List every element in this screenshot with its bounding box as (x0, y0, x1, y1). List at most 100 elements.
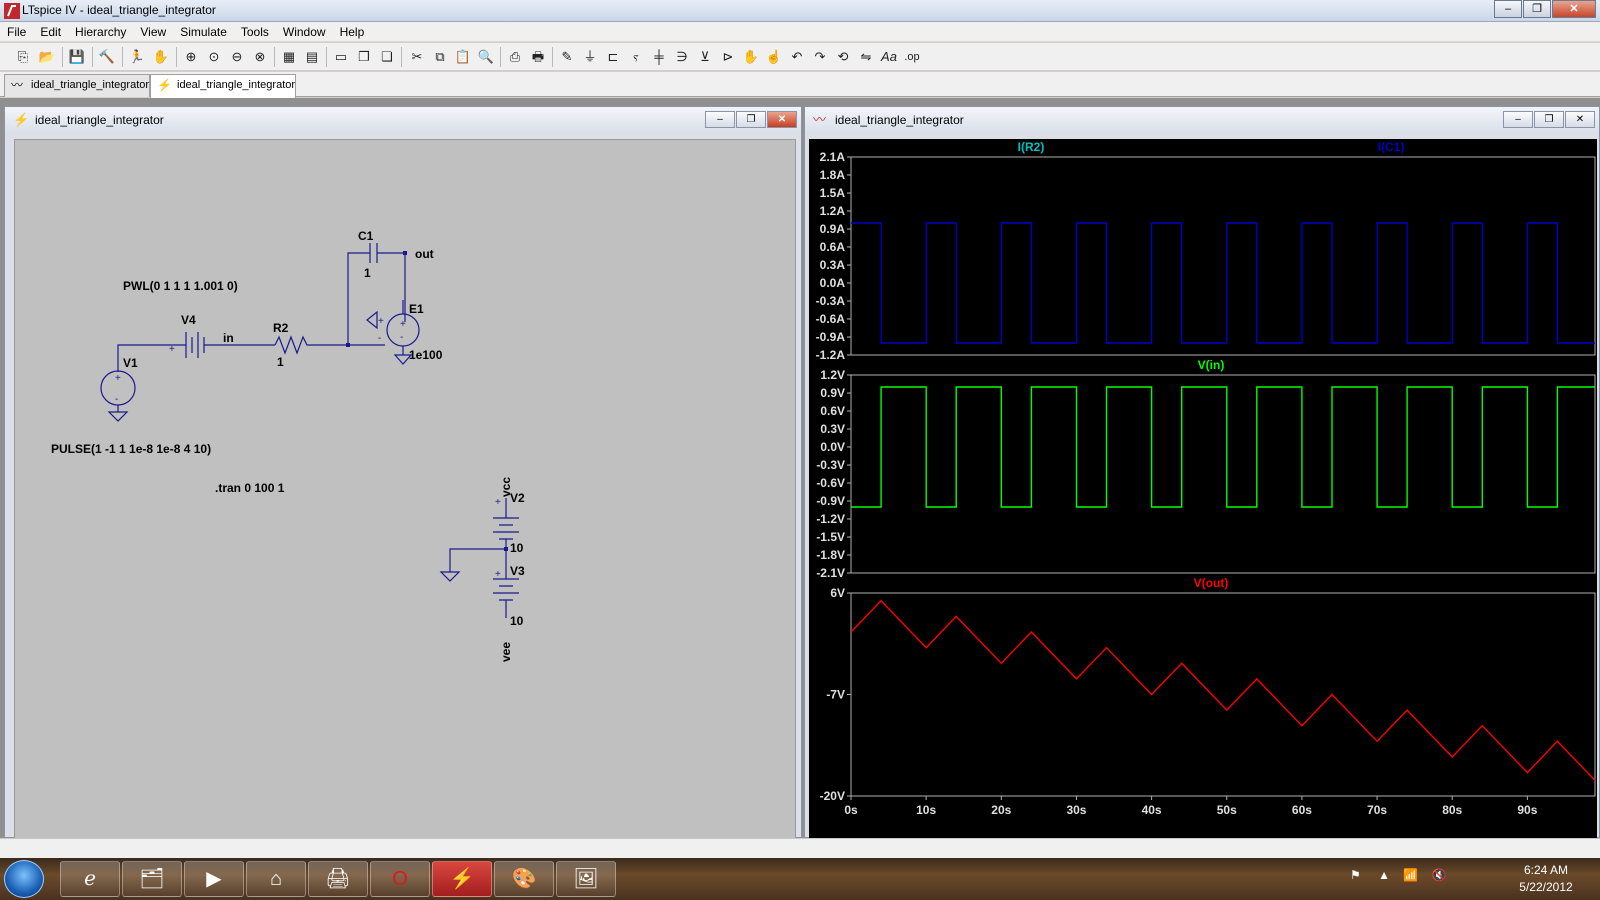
ground-symbol (393, 354, 413, 365)
run-icon[interactable]: 🏃 (128, 49, 146, 64)
tile-horizontal-icon[interactable]: ▭ (334, 49, 348, 64)
minimize-button[interactable]: – (1494, 0, 1522, 18)
text-icon[interactable]: Aa (881, 49, 897, 64)
toolbar-separator (62, 47, 63, 67)
zoom-fit-icon[interactable]: ⊗ (254, 49, 266, 64)
print-preview-icon[interactable]: ⎙ (509, 49, 521, 64)
action-center-icon[interactable]: ⚑ (1350, 868, 1361, 882)
paint-icon[interactable]: 🎨 (494, 861, 554, 897)
halt-icon[interactable]: ✋ (152, 49, 170, 64)
r2-name: R2 (273, 321, 289, 335)
windows-taskbar: ℯ 🗂 ▶ ⌂ 🖨 O ⚡ 🎨 🖼 ⚑ ▲ 📶 🔇 6:24 AM 5/22/2… (0, 858, 1600, 900)
schematic-icon: ⚡ (157, 78, 172, 92)
plus-sign: + (495, 569, 501, 580)
volume-icon[interactable]: 🔇 (1431, 868, 1447, 882)
component-icon[interactable]: ⊳ (722, 49, 734, 64)
trace-label: I(R2) (1018, 140, 1045, 154)
printer-app-icon[interactable]: 🖨 (308, 861, 368, 897)
internet-explorer-icon[interactable]: ℯ (60, 861, 120, 897)
open-icon[interactable]: 📂 (38, 49, 56, 64)
tab-schematic[interactable]: ⚡ ideal_triangle_integrator (150, 74, 296, 98)
junction-dot (346, 343, 350, 347)
opera-icon[interactable]: O (370, 861, 430, 897)
new-schematic-icon[interactable]: ⎘ (17, 49, 29, 64)
window-controls: – ❐ ✕ (1493, 0, 1596, 20)
ltspice-taskbar-icon[interactable]: ⚡ (432, 861, 492, 897)
file-explorer-icon[interactable]: 🗂 (122, 861, 182, 897)
x-tick-label: 70s (1367, 803, 1387, 817)
maximize-button[interactable]: ❐ (736, 111, 766, 128)
menu-help[interactable]: Help (339, 25, 365, 39)
menu-window[interactable]: Window (282, 25, 326, 39)
media-player-icon[interactable]: ▶ (184, 861, 244, 897)
save-icon[interactable]: 💾 (68, 49, 86, 64)
label-net-icon[interactable]: ⊏ (607, 49, 619, 64)
spice-directive-icon[interactable]: .op (904, 51, 920, 63)
battery-v4-symbol (177, 332, 275, 358)
cut-icon[interactable]: ✂ (411, 49, 423, 64)
draw-wire-icon[interactable]: ✎ (561, 49, 573, 64)
resistor-icon[interactable]: ⲋ (633, 49, 639, 64)
redo-icon[interactable]: ↷ (814, 49, 826, 64)
undo-icon[interactable]: ↶ (791, 49, 803, 64)
menu-file[interactable]: File (7, 25, 27, 39)
paste-icon[interactable]: 📋 (454, 49, 472, 64)
ground-symbol (107, 411, 129, 422)
diode-icon[interactable]: ⊻ (700, 49, 710, 64)
menu-hierarchy[interactable]: Hierarchy (75, 25, 127, 39)
show-hidden-icons-icon[interactable]: ▲ (1378, 868, 1390, 882)
y-tick-label: 0.3A (820, 258, 846, 272)
zoom-in-icon[interactable]: ⊕ (185, 49, 197, 64)
waveform-window-titlebar[interactable]: 〰 ideal_triangle_integrator – ❐ ✕ (805, 107, 1599, 133)
maximize-button[interactable]: ❐ (1523, 0, 1551, 18)
menu-edit[interactable]: Edit (40, 25, 62, 39)
drag-icon[interactable]: ☝ (765, 49, 783, 64)
find-icon[interactable]: 🔍 (477, 49, 495, 64)
inductor-icon[interactable]: ∋ (676, 49, 688, 64)
waveform-window: 〰 ideal_triangle_integrator – ❐ ✕ I(R2)I… (804, 106, 1600, 843)
y-tick-label: -1.2V (816, 512, 845, 526)
close-button[interactable]: ✕ (1552, 0, 1596, 18)
minimize-button[interactable]: – (705, 111, 735, 128)
schematic-canvas[interactable]: C1 1 out PWL(0 1 1 1 1.001 0) V4 in R2 1… (14, 139, 796, 839)
toolbar-separator (326, 47, 327, 67)
cascade-icon[interactable]: ❐ (358, 49, 370, 64)
clock[interactable]: 6:24 AM 5/22/2012 (1506, 862, 1586, 896)
waveform-plot[interactable]: I(R2)I(C1)2.1A1.8A1.5A1.2A0.9A0.6A0.3A0.… (809, 139, 1597, 843)
start-button[interactable] (4, 860, 44, 898)
maximize-button[interactable]: ❐ (1534, 111, 1564, 128)
trace-i-c1- (851, 222, 1595, 344)
menu-simulate[interactable]: Simulate (180, 25, 227, 39)
rotate-icon[interactable]: ⟲ (837, 49, 849, 64)
menu-view[interactable]: View (140, 25, 167, 39)
tab-waveform[interactable]: 〰 ideal_triangle_integrator (4, 74, 150, 97)
menu-tools[interactable]: Tools (240, 25, 269, 39)
tile-vertical-icon[interactable]: ❏ (381, 49, 393, 64)
grid-icon[interactable]: ▤ (305, 49, 319, 64)
clock-time: 6:24 AM (1523, 863, 1569, 877)
print-icon[interactable]: 🖶 (531, 49, 545, 64)
hp-icon[interactable]: ⌂ (246, 861, 306, 897)
image-viewer-icon[interactable]: 🖼 (556, 861, 616, 897)
control-panel-icon[interactable]: 🔨 (98, 49, 116, 64)
tab-label: ideal_triangle_integrator (31, 79, 150, 91)
zoom-pan-icon[interactable]: ⊙ (208, 49, 220, 64)
copy-icon[interactable]: ⧉ (435, 49, 445, 64)
zoom-out-icon[interactable]: ⊖ (231, 49, 243, 64)
v3-value: 10 (510, 614, 524, 628)
schematic-window-titlebar[interactable]: ⚡ ideal_triangle_integrator – ❐ ✕ (5, 107, 801, 133)
document-tabs: 〰 ideal_triangle_integrator ⚡ ideal_tria… (0, 72, 1600, 98)
capacitor-icon[interactable]: ╪ (654, 49, 664, 64)
autorange-icon[interactable]: ▦ (282, 49, 296, 64)
minimize-button[interactable]: – (1503, 111, 1533, 128)
close-button[interactable]: ✕ (767, 111, 797, 128)
mirror-icon[interactable]: ⇋ (860, 49, 872, 64)
network-icon[interactable]: 📶 (1403, 868, 1419, 882)
move-icon[interactable]: ✋ (742, 49, 760, 64)
close-button[interactable]: ✕ (1565, 111, 1595, 128)
plus-sign: + (400, 319, 406, 330)
ground-icon[interactable]: ⏚ (583, 49, 597, 64)
schematic-drawing[interactable]: C1 1 out PWL(0 1 1 1 1.001 0) V4 in R2 1… (15, 140, 795, 838)
